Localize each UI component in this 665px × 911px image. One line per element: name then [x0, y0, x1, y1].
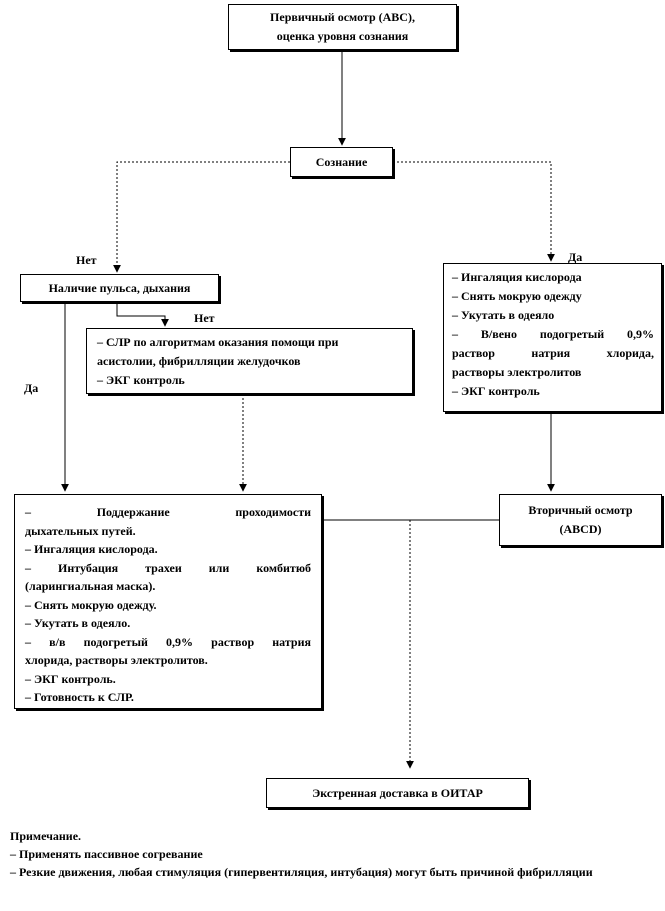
- arrow-consciousness-to-pulse: [113, 161, 290, 273]
- transport-label: Экстренная доставка в ОИТАР: [312, 786, 483, 800]
- consciousness-label: Сознание: [315, 155, 368, 169]
- label-no-conscious: Нет: [76, 253, 97, 267]
- right-actions-line-6: растворы электролитов: [452, 365, 582, 379]
- secondary-exam-line-2: (ABCD): [559, 522, 602, 536]
- label-yes-conscious: Да: [568, 250, 583, 264]
- left-actions-box: – Поддержание проходимости дыхательных п…: [14, 494, 322, 709]
- cpr-box: – СЛР по алгоритмам оказания помощи при …: [86, 328, 413, 394]
- secondary-exam-box: Вторичный осмотр (ABCD): [499, 494, 662, 546]
- arrow-pulse-to-cpr: [116, 302, 169, 327]
- primary-exam-line-1: Первичный осмотр (ABC),: [270, 10, 415, 24]
- note-title: Примечание.: [10, 829, 82, 843]
- left-actions-line-8: – в/в подогретый 0,9% раствор натрия: [25, 634, 311, 649]
- consciousness-box: Сознание: [290, 147, 393, 177]
- left-actions-line-3: – Ингаляция кислорода.: [25, 542, 158, 556]
- left-actions-line-6: – Снять мокрую одежду.: [25, 597, 157, 612]
- right-actions-line-5: раствор натрия хлорида,: [452, 346, 654, 360]
- cpr-line-3: – ЭКГ контроль: [97, 373, 185, 387]
- cpr-line-2: асистолии, фибрилляции желудочков: [97, 354, 301, 368]
- secondary-exam-line-1: Вторичный осмотр: [528, 503, 633, 517]
- arrow-consciousness-to-right-actions: [393, 161, 555, 262]
- left-actions-line-4: – Интубация трахеи или комбитюб: [25, 560, 311, 575]
- cpr-line-1: – СЛР по алгоритмам оказания помощи при: [97, 335, 339, 349]
- left-actions-line-9: хлорида, растворы электролитов.: [25, 653, 208, 667]
- note-item-1: – Применять пассивное согревание: [10, 847, 203, 861]
- left-actions-line-5: (ларингиальная маска).: [25, 579, 156, 593]
- left-actions-line-10: – ЭКГ контроль.: [25, 671, 116, 686]
- pulse-breathing-label: Наличие пульса, дыхания: [48, 281, 191, 295]
- right-actions-line-3: – Укутать в одеяло: [452, 308, 555, 322]
- left-actions-line-2: дыхательных путей.: [25, 523, 136, 538]
- transport-box: Экстренная доставка в ОИТАР: [266, 778, 529, 808]
- right-actions-line-4: – В/вено подогретый 0,9%: [452, 327, 654, 341]
- left-actions-line-7: – Укутать в одеяло.: [25, 616, 131, 630]
- primary-exam-line-2: оценка уровня сознания: [276, 29, 409, 43]
- primary-exam-box: Первичный осмотр (ABC), оценка уровня со…: [228, 4, 457, 50]
- right-actions-box: – Ингаляция кислорода – Снять мокрую оде…: [443, 263, 662, 412]
- right-actions-line-2: – Снять мокрую одежду: [452, 289, 582, 303]
- label-yes-pulse: Да: [24, 381, 39, 395]
- right-actions-line-7: – ЭКГ контроль: [452, 384, 540, 398]
- label-no-pulse: Нет: [194, 311, 215, 325]
- pulse-breathing-box: Наличие пульса, дыхания: [20, 274, 219, 302]
- left-actions-line-11: – Готовность к СЛР.: [25, 690, 134, 704]
- left-actions-line-1: – Поддержание проходимости: [25, 505, 311, 519]
- note-item-2: – Резкие движения, любая стимуляция (гип…: [10, 865, 593, 879]
- note-block: Примечание. – Применять пассивное согрев…: [10, 827, 655, 881]
- right-actions-line-1: – Ингаляция кислорода: [452, 270, 582, 284]
